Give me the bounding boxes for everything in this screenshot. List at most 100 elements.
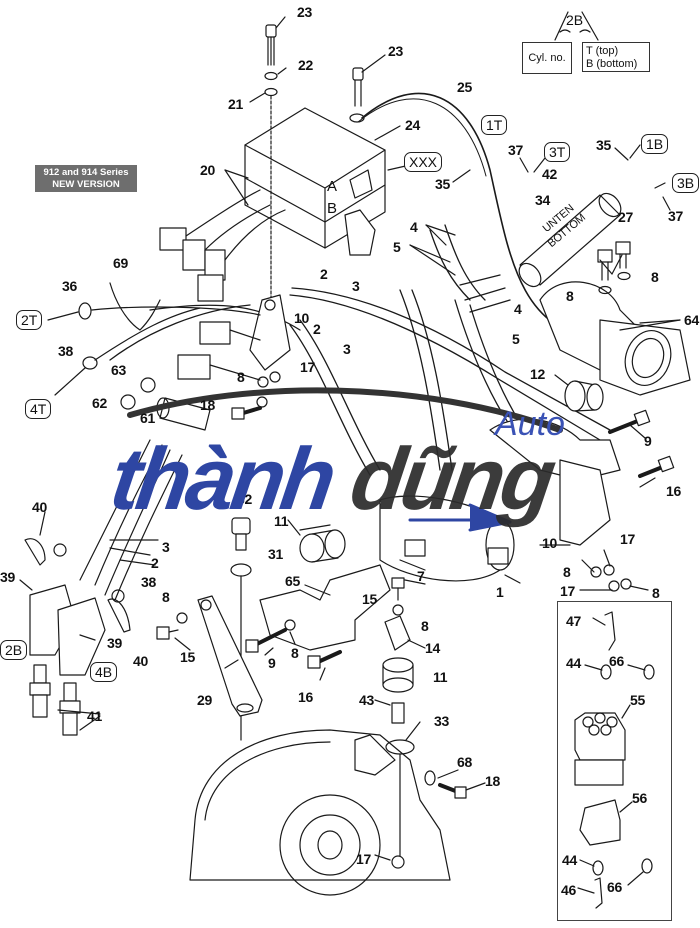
callout-2: 2 bbox=[313, 321, 321, 337]
callout-15: 15 bbox=[180, 649, 195, 665]
cylinder-code-legend: 2B Cyl. no. T (top) B (bottom) bbox=[522, 12, 652, 74]
callout-5: 5 bbox=[512, 331, 520, 347]
callout-56: 56 bbox=[632, 790, 647, 806]
legend-bottom: B (bottom) bbox=[586, 58, 638, 70]
callout-17: 17 bbox=[620, 531, 635, 547]
callout-41: 41 bbox=[87, 708, 102, 724]
callout-14: 14 bbox=[425, 640, 440, 656]
callout-63: 63 bbox=[111, 362, 126, 378]
watermark-thanh: thành bbox=[105, 429, 339, 528]
callout-23: 23 bbox=[388, 43, 403, 59]
legend-position-box: T (top) B (bottom) bbox=[582, 42, 650, 72]
callout-32: 32 bbox=[237, 491, 252, 507]
callout-9: 9 bbox=[644, 433, 652, 449]
callout-3: 3 bbox=[343, 341, 351, 357]
callout-8: 8 bbox=[421, 618, 429, 634]
callout-8: 8 bbox=[291, 645, 299, 661]
tag-3T: 3T bbox=[544, 142, 571, 162]
callout-23: 23 bbox=[297, 4, 312, 20]
kit-parts-icon bbox=[574, 611, 655, 909]
tag-1T: 1T bbox=[481, 115, 508, 135]
callout-69: 69 bbox=[113, 255, 128, 271]
callout-8: 8 bbox=[566, 288, 574, 304]
callout-9: 9 bbox=[268, 655, 276, 671]
callout-47: 47 bbox=[566, 613, 581, 629]
callout-46: 46 bbox=[561, 882, 576, 898]
tag-4B: 4B bbox=[90, 662, 118, 682]
callout-61: 61 bbox=[140, 410, 155, 426]
ignition-module-icon bbox=[244, 107, 386, 249]
callout-18: 18 bbox=[485, 773, 500, 789]
watermark-auto: Auto bbox=[495, 405, 565, 443]
callout-66: 66 bbox=[607, 879, 622, 895]
flywheel-housing-icon bbox=[189, 729, 451, 896]
callout-31: 31 bbox=[268, 546, 283, 562]
callout-40: 40 bbox=[32, 499, 47, 515]
callout-11: 11 bbox=[274, 513, 289, 529]
callout-39: 39 bbox=[107, 635, 122, 651]
callout-44: 44 bbox=[562, 852, 577, 868]
tag-xxx: XXX bbox=[404, 152, 443, 172]
spark-plug-lead-icon bbox=[29, 439, 183, 676]
ignition-coil-icon bbox=[518, 192, 622, 288]
callout-22: 22 bbox=[298, 57, 313, 73]
callout-29: 29 bbox=[197, 692, 212, 708]
callout-55: 55 bbox=[630, 692, 645, 708]
tag-4T: 4T bbox=[25, 399, 52, 419]
callout-1: 1 bbox=[496, 584, 504, 600]
callout-17: 17 bbox=[300, 359, 315, 375]
callout-8: 8 bbox=[563, 564, 571, 580]
callout-42: 42 bbox=[542, 166, 557, 182]
callout-37: 37 bbox=[508, 142, 523, 158]
series-badge: 912 and 914 Series NEW VERSION bbox=[35, 165, 137, 192]
callout-27: 27 bbox=[618, 209, 633, 225]
legend-top: T (top) bbox=[586, 45, 619, 57]
callout-25: 25 bbox=[457, 79, 472, 95]
callout-34: 34 bbox=[535, 192, 550, 208]
callout-12: 12 bbox=[530, 366, 545, 382]
callout-4: 4 bbox=[514, 301, 522, 317]
spark-plug-icon bbox=[29, 664, 81, 736]
callout-38: 38 bbox=[58, 343, 73, 359]
tag-2B: 2B bbox=[0, 640, 28, 660]
engine-housing-icon bbox=[539, 281, 691, 396]
callout-8: 8 bbox=[651, 269, 659, 285]
callout-8: 8 bbox=[237, 369, 245, 385]
callout-3: 3 bbox=[352, 278, 360, 294]
connector-kit-box bbox=[557, 601, 672, 921]
callout-10: 10 bbox=[542, 535, 557, 551]
callout-62: 62 bbox=[92, 395, 107, 411]
tag-3B: 3B bbox=[672, 173, 700, 193]
callout-7: 7 bbox=[417, 568, 425, 584]
callout-44: 44 bbox=[566, 655, 581, 671]
callout-10: 10 bbox=[294, 310, 309, 326]
callout-3: 3 bbox=[162, 539, 170, 555]
callout-5: 5 bbox=[393, 239, 401, 255]
callout-64: 64 bbox=[684, 312, 699, 328]
callout-15: 15 bbox=[362, 591, 377, 607]
callout-40: 40 bbox=[133, 653, 148, 669]
callout-35: 35 bbox=[596, 137, 611, 153]
callout-68: 68 bbox=[457, 754, 472, 770]
callout-38: 38 bbox=[141, 574, 156, 590]
tag-1B: 1B bbox=[641, 134, 669, 154]
callout-16: 16 bbox=[298, 689, 313, 705]
callout-18: 18 bbox=[200, 397, 215, 413]
callout-16: 16 bbox=[666, 483, 681, 499]
callout-17: 17 bbox=[560, 583, 575, 599]
callout-35: 35 bbox=[435, 176, 450, 192]
legend-code: 2B bbox=[566, 12, 584, 28]
module-a-label: A bbox=[327, 178, 337, 195]
callout-24: 24 bbox=[405, 117, 420, 133]
callout-37: 37 bbox=[668, 208, 683, 224]
callout-21: 21 bbox=[228, 96, 243, 112]
legend-cylinder-label: Cyl. no. bbox=[522, 42, 572, 74]
callout-2: 2 bbox=[320, 266, 328, 282]
callout-39: 39 bbox=[0, 569, 15, 585]
tag-2T: 2T bbox=[16, 310, 43, 330]
callout-33: 33 bbox=[434, 713, 449, 729]
connector-plug-icon bbox=[159, 189, 286, 302]
callout-66: 66 bbox=[609, 653, 624, 669]
